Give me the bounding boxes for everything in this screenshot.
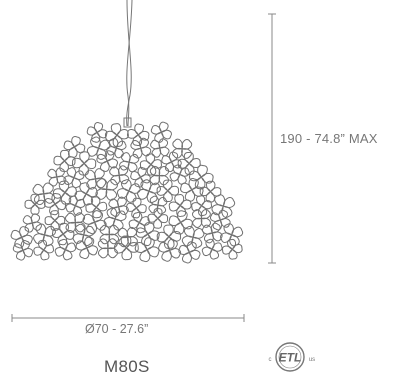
lamp-connector: [123, 117, 132, 128]
height-dimension-line: [268, 13, 276, 264]
diameter-dimension-label: Ø70 - 27.6”: [85, 322, 149, 336]
width-dimension-line: [11, 314, 245, 322]
etl-left-text: c: [269, 357, 272, 363]
etl-listed-mark: ETL c us: [269, 342, 315, 372]
etl-right-text: us: [309, 357, 315, 363]
etl-mark-text: ETL: [279, 351, 302, 365]
height-dimension-label: 190 - 74.8” MAX: [280, 131, 378, 146]
model-name: M80S: [104, 357, 150, 376]
flower-dome: [10, 121, 244, 264]
